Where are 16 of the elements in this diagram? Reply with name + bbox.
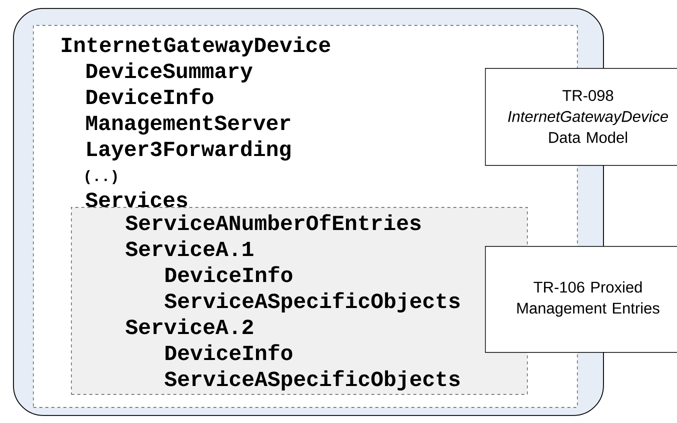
tree-entry: DeviceSummary [86,62,252,82]
tree-entry: ServiceA.2 [126,318,253,334]
tree-entry: (..) [86,170,117,184]
box-label: TR-098 InternetGatewayDevice Data Model [508,90,668,143]
tree-entry: ServiceANumberOfEntries [126,214,421,230]
tree-entry: ServiceA.1 [126,240,254,256]
tree-entry: Layer3Forwarding [87,140,290,161]
tree-entry: Services [86,191,188,208]
tree-entry: DeviceInfo [166,344,292,360]
tree-entry: ServiceASpecificObjects [164,370,460,390]
tree-entry: ManagementServer [86,116,290,135]
tree-entry: ServiceASpecificObjects [164,292,460,312]
box-label: TR-106 Proxied Management Entries [517,281,660,317]
tree-entry: DeviceInfo [86,88,214,104]
tree-entry: InternetGatewayDevice [62,36,330,56]
tree-entry: DeviceInfo [166,266,292,282]
